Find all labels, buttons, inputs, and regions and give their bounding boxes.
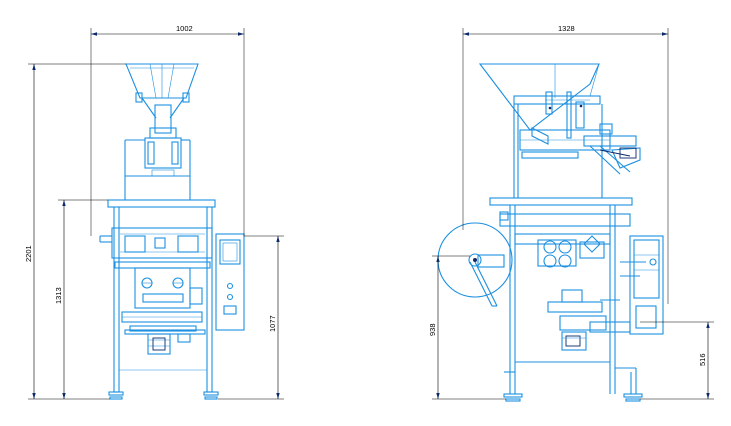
front-control-panel <box>215 233 245 331</box>
front-platform-height-dimension: 1313 <box>54 199 108 399</box>
side-reel-height-dimension: 938 <box>428 255 506 400</box>
side-width-label: 1328 <box>558 24 575 33</box>
side-dosing-unit <box>513 104 613 198</box>
side-film-reel <box>437 222 513 307</box>
front-width-dimension: 1002 <box>90 24 245 236</box>
front-hopper <box>125 63 199 119</box>
front-sealing-block <box>121 267 206 335</box>
side-width-dimension: 1328 <box>462 24 669 304</box>
front-platform-height-label: 1313 <box>54 287 63 304</box>
front-panel-height-dimension: 1077 <box>218 235 284 400</box>
side-low-height-label: 516 <box>698 353 707 366</box>
front-legs <box>108 369 219 400</box>
side-reel-height-label: 938 <box>428 323 437 336</box>
front-width-label: 1002 <box>176 24 193 33</box>
side-feet <box>503 393 643 402</box>
side-frame <box>489 197 637 394</box>
side-hopper <box>478 63 601 139</box>
front-motor <box>147 333 191 355</box>
front-dosing-unit <box>124 104 191 200</box>
front-total-height-label: 2201 <box>24 245 33 262</box>
side-control-panel <box>620 235 664 335</box>
front-view: 1002 2201 1313 1077 <box>24 24 284 400</box>
side-low-height-dimension: 516 <box>640 321 714 400</box>
side-view: 1328 938 516 <box>428 24 714 402</box>
side-dosing-arm <box>583 135 641 175</box>
front-total-height-dimension: 2201 <box>24 63 126 400</box>
front-frame <box>99 199 216 392</box>
side-rollers <box>537 235 605 268</box>
side-lower-mechanism <box>547 289 631 351</box>
front-panel-height-label: 1077 <box>268 315 277 332</box>
